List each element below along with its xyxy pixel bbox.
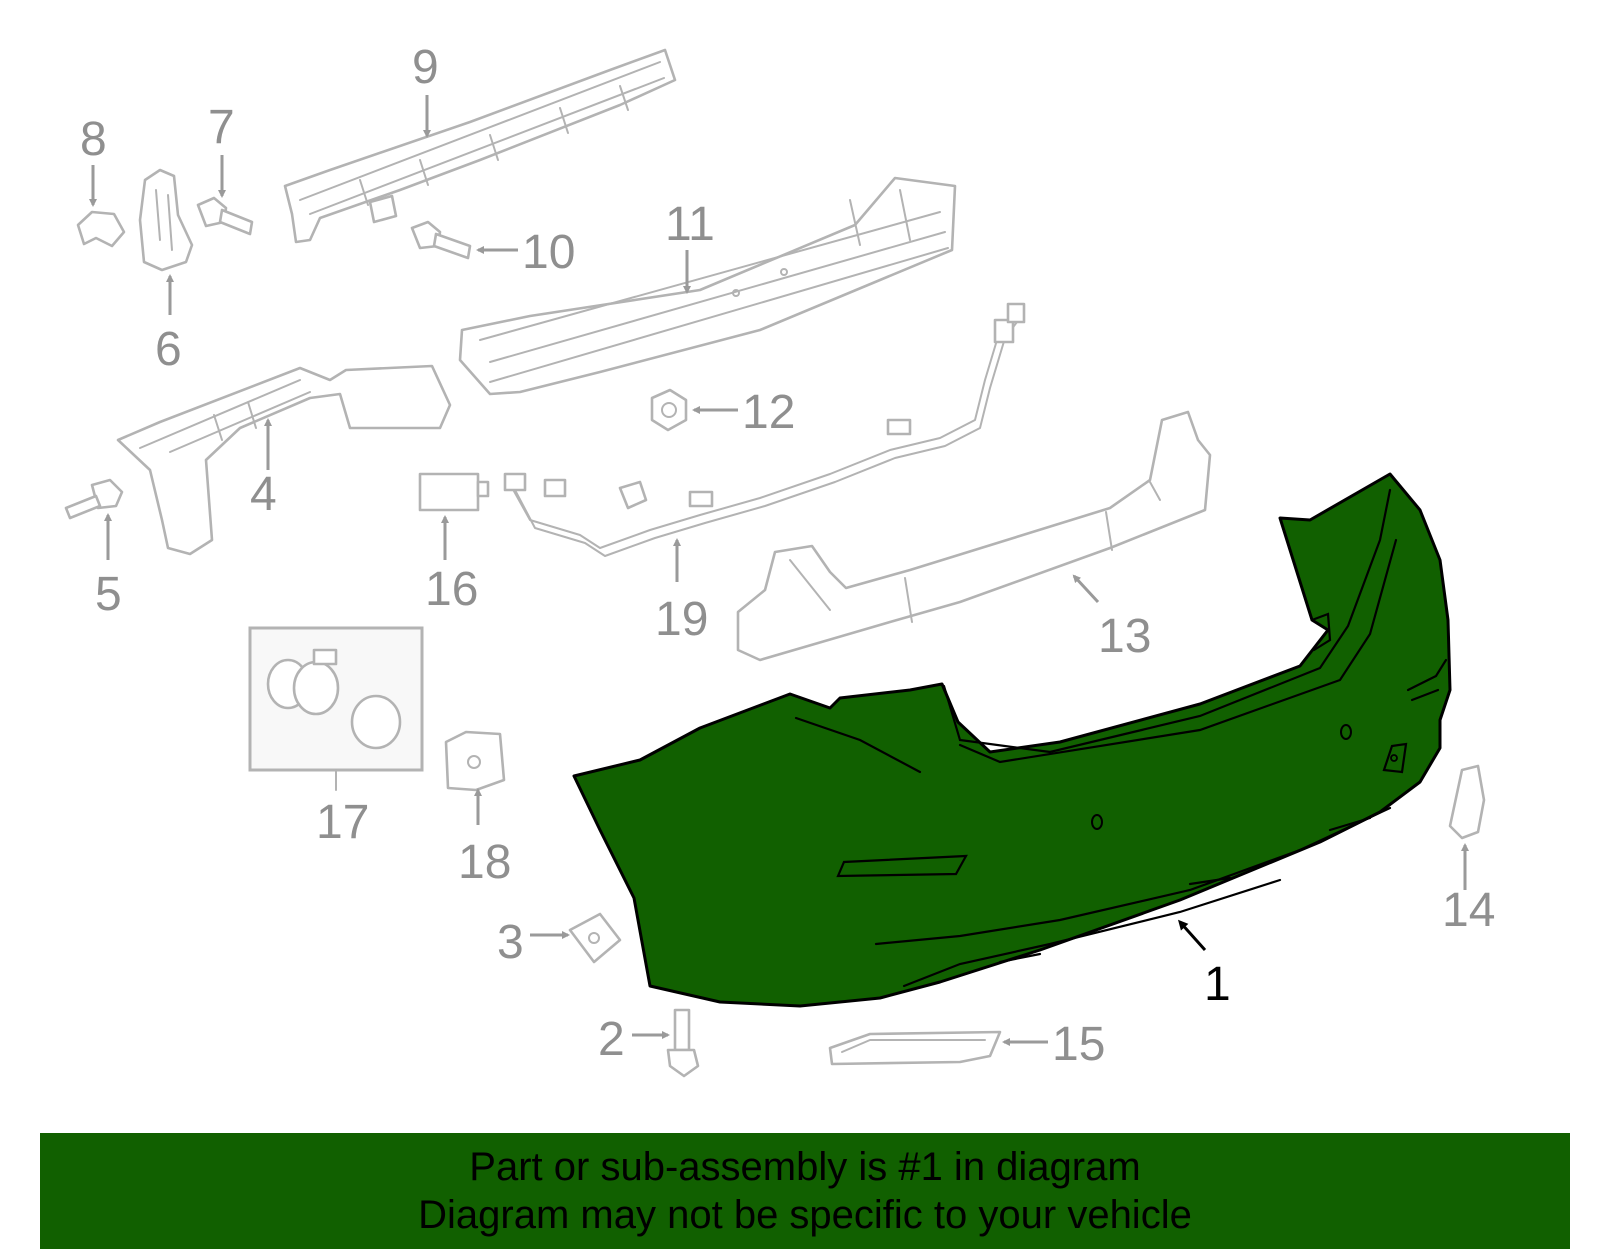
callout-3: 3 [497, 916, 524, 969]
callout-8: 8 [80, 113, 107, 166]
part-10-bolt [410, 220, 472, 260]
part-5-bolt [64, 478, 124, 520]
callout-19: 19 [655, 593, 708, 646]
callout-15: 15 [1052, 1018, 1105, 1071]
callout-9: 9 [412, 41, 439, 94]
part-13-energy-absorber [736, 410, 1212, 662]
callout-18: 18 [458, 836, 511, 889]
callout-17: 17 [316, 796, 369, 849]
callout-7: 7 [208, 101, 235, 154]
callout-10: 10 [522, 226, 575, 279]
part-1-bumper-cover [572, 472, 1452, 1008]
callout-14: 14 [1442, 884, 1495, 937]
callout-4: 4 [250, 468, 277, 521]
callout-6: 6 [155, 323, 182, 376]
part-8-clip [76, 210, 126, 248]
banner-line-1: Part or sub-assembly is #1 in diagram [469, 1145, 1141, 1189]
parts-diagram: 8 6 7 9 10 11 12 [64, 41, 1495, 1078]
part-14-side-reflector [1448, 764, 1486, 840]
callout-2: 2 [598, 1013, 625, 1066]
callout-1: 1 [1204, 958, 1231, 1011]
part-17-sensor-kit [248, 626, 424, 772]
part-9-reinforcement [283, 48, 677, 244]
part-12-nut [650, 388, 688, 432]
part-4-side-bracket [116, 364, 452, 556]
banner-line-2: Diagram may not be specific to your vehi… [418, 1193, 1192, 1237]
callout-11: 11 [665, 198, 715, 251]
callout-13: 13 [1098, 610, 1151, 663]
part-3-retainer [568, 912, 622, 964]
part-11-impact-bar [458, 176, 957, 396]
info-banner: Part or sub-assembly is #1 in diagram Di… [40, 1133, 1570, 1249]
part-16-module [418, 472, 490, 512]
part-7-bolt [196, 196, 254, 236]
part-18-clip [444, 730, 506, 792]
part-15-reflector [828, 1030, 1002, 1066]
callout-12: 12 [742, 386, 795, 439]
part-2-bolt [666, 1008, 700, 1078]
callout-16: 16 [425, 563, 478, 616]
part-19-wiring-harness [503, 302, 1026, 557]
callout-5: 5 [95, 568, 122, 621]
part-6-bracket [138, 168, 194, 272]
